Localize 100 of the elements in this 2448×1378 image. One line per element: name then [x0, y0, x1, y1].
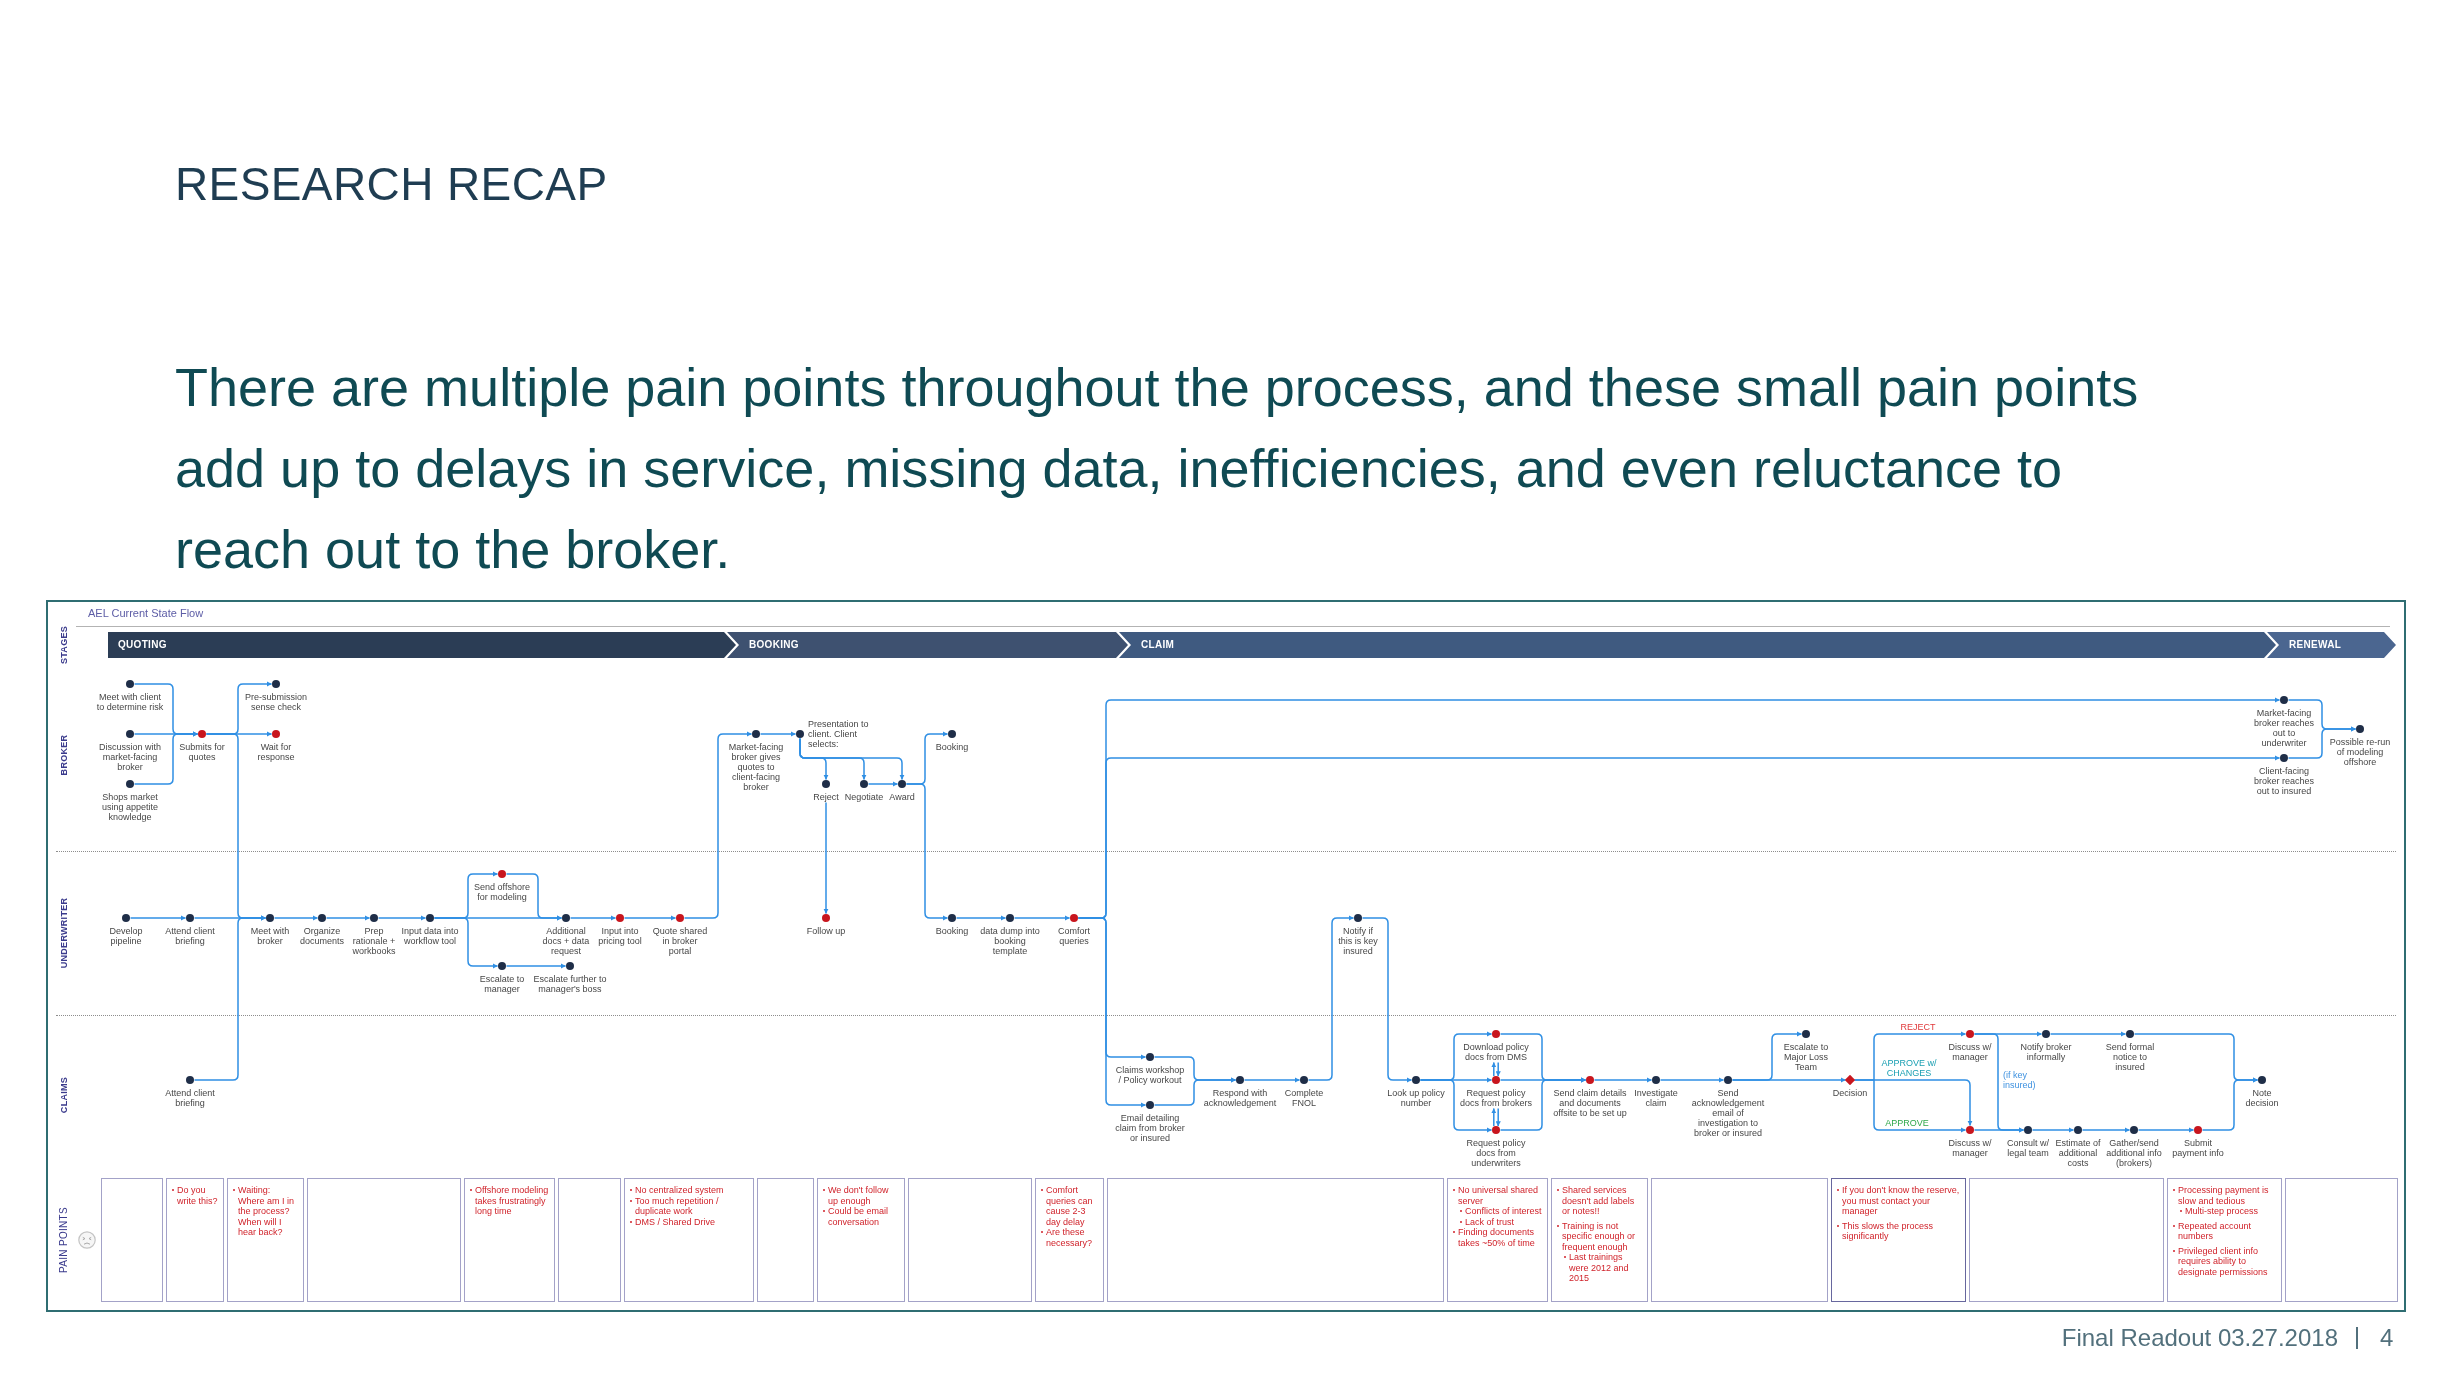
step-dot — [1491, 1125, 1501, 1135]
step-dot — [1069, 913, 1079, 923]
edge-label: APPROVE — [1884, 1117, 1930, 1128]
step-label: Develop pipeline — [108, 925, 144, 946]
slide-title: RESEARCH RECAP — [175, 157, 608, 211]
step-dot — [859, 779, 869, 789]
step-label: Discussion with market-facing broker — [98, 741, 162, 772]
step-label: Send formal notice to insured — [2104, 1041, 2156, 1072]
flow-arrow — [2049, 1031, 2127, 1037]
step-dot — [271, 679, 281, 689]
step-label: Negotiate — [844, 791, 884, 802]
intro-paragraph: There are multiple pain points throughout the process, and these small pain points add up to delays in service, missing data, inefficiencies, and even reluctance to reach out to the broker. — [175, 356, 2140, 581]
lane-label: CLAIMS — [58, 1076, 70, 1114]
step-label: Investigate claim — [1633, 1087, 1679, 1108]
step-dot — [1491, 1075, 1501, 1085]
step-label: Reject — [813, 791, 839, 802]
pain-point-text: Lack of trust — [1460, 1216, 1515, 1227]
step-dot — [1801, 1029, 1811, 1039]
flow-arrow — [2031, 1127, 2075, 1133]
flow-arrow — [2081, 1127, 2131, 1133]
step-label: Claims workshop / Policy workout — [1115, 1064, 1185, 1085]
stage-label: CLAIM — [1141, 639, 1175, 651]
pain-point-box — [624, 1178, 754, 1302]
flow-arrow — [129, 915, 187, 921]
pain-point-box — [817, 1178, 905, 1302]
step-dot — [125, 779, 135, 789]
flow-arrow — [905, 783, 949, 921]
step-dot — [121, 913, 131, 923]
step-dot — [1145, 1100, 1155, 1110]
step-label: Organize documents — [299, 925, 345, 946]
step-label: Market-facing broker gives quotes to client-facing broker — [727, 741, 785, 792]
pain-point-box — [1107, 1178, 1444, 1302]
step-label: Request policy docs from brokers — [1459, 1087, 1533, 1108]
flow-arrow — [823, 801, 829, 915]
flow-arrow — [1307, 915, 1355, 1081]
pain-point-box — [2167, 1178, 2282, 1302]
pain-point-text: Offshore modeling takes frustratingly long time — [470, 1185, 550, 1217]
pain-point-text: If you don't know the reserve, you must contact your manager — [1837, 1185, 1961, 1217]
pain-point-text: Too much repetition / duplicate work — [630, 1195, 749, 1217]
step-dot — [1299, 1075, 1309, 1085]
pain-point-text: Last trainings were 2012 and 2015 — [1564, 1252, 1643, 1284]
pain-point-text: Privileged client info requires ability to designate permissions — [2173, 1245, 2277, 1277]
step-dot — [947, 729, 957, 739]
flow-arrow — [1495, 1107, 1501, 1127]
step-label: Presentation to client. Client selects: — [808, 719, 870, 749]
step-dot — [2041, 1029, 2051, 1039]
step-dot — [197, 729, 207, 739]
step-label: Attend client briefing — [164, 1087, 216, 1108]
pain-point-box — [1551, 1178, 1648, 1302]
pain-point-box — [166, 1178, 224, 1302]
step-dot — [2279, 695, 2289, 705]
flow-arrow — [569, 915, 617, 921]
step-dot — [265, 913, 275, 923]
flow-arrow — [623, 915, 677, 921]
step-dot — [497, 869, 507, 879]
step-label: Consult w/ legal team — [2006, 1137, 2050, 1158]
pain-point-text: Training is not specific enough or frequent enough — [1557, 1220, 1643, 1252]
step-label: Complete FNOL — [1284, 1087, 1324, 1108]
step-dot — [1235, 1075, 1245, 1085]
step-dot — [2129, 1125, 2139, 1135]
pain-point-box — [757, 1178, 814, 1302]
pain-point-text: DMS / Shared Drive — [630, 1216, 716, 1227]
flow-arrow — [1153, 1077, 1237, 1106]
step-dot — [369, 913, 379, 923]
flow-arrow — [377, 915, 427, 921]
pain-point-text: Multi-step process — [2180, 1206, 2259, 1217]
flow-arrow — [683, 731, 753, 919]
flow-arrow — [867, 781, 899, 787]
step-dot — [2193, 1125, 2203, 1135]
step-dot — [185, 913, 195, 923]
pain-point-box — [558, 1178, 621, 1302]
flow-arrow — [1419, 1079, 1493, 1133]
step-dot — [125, 679, 135, 689]
step-dot — [1411, 1075, 1421, 1085]
step-dot — [751, 729, 761, 739]
pain-point-text: No universal shared server — [1453, 1185, 1543, 1206]
flow-arrow — [193, 915, 267, 1081]
step-dot — [2279, 753, 2289, 763]
step-dot — [425, 913, 435, 923]
step-dot — [795, 729, 805, 739]
step-label: Wait for response — [256, 741, 296, 762]
step-dot — [565, 961, 575, 971]
step-dot — [185, 1075, 195, 1085]
flow-arrow — [1659, 1077, 1725, 1083]
step-dot — [1585, 1075, 1595, 1085]
pain-point-text: Finding documents takes ~50% of time — [1453, 1227, 1543, 1248]
step-label: Quote shared in broker portal — [651, 925, 709, 956]
pain-point-box — [1651, 1178, 1828, 1302]
step-dot — [1005, 913, 1015, 923]
step-label: Additional docs + data request — [541, 925, 591, 956]
step-dot — [1723, 1075, 1733, 1085]
flow-arrow — [133, 731, 199, 785]
step-dot — [1651, 1075, 1661, 1085]
step-label: Pre-submission sense check — [244, 691, 308, 712]
step-dot — [821, 913, 831, 923]
edge-label: APPROVE w/ CHANGES — [1879, 1057, 1939, 1078]
step-dot — [821, 779, 831, 789]
step-label: Escalate to manager — [478, 973, 526, 994]
pain-point-text: Could be email conversation — [823, 1206, 900, 1227]
pain-point-text: Waiting: Where am I in the process? When will I hear back? — [233, 1185, 299, 1238]
